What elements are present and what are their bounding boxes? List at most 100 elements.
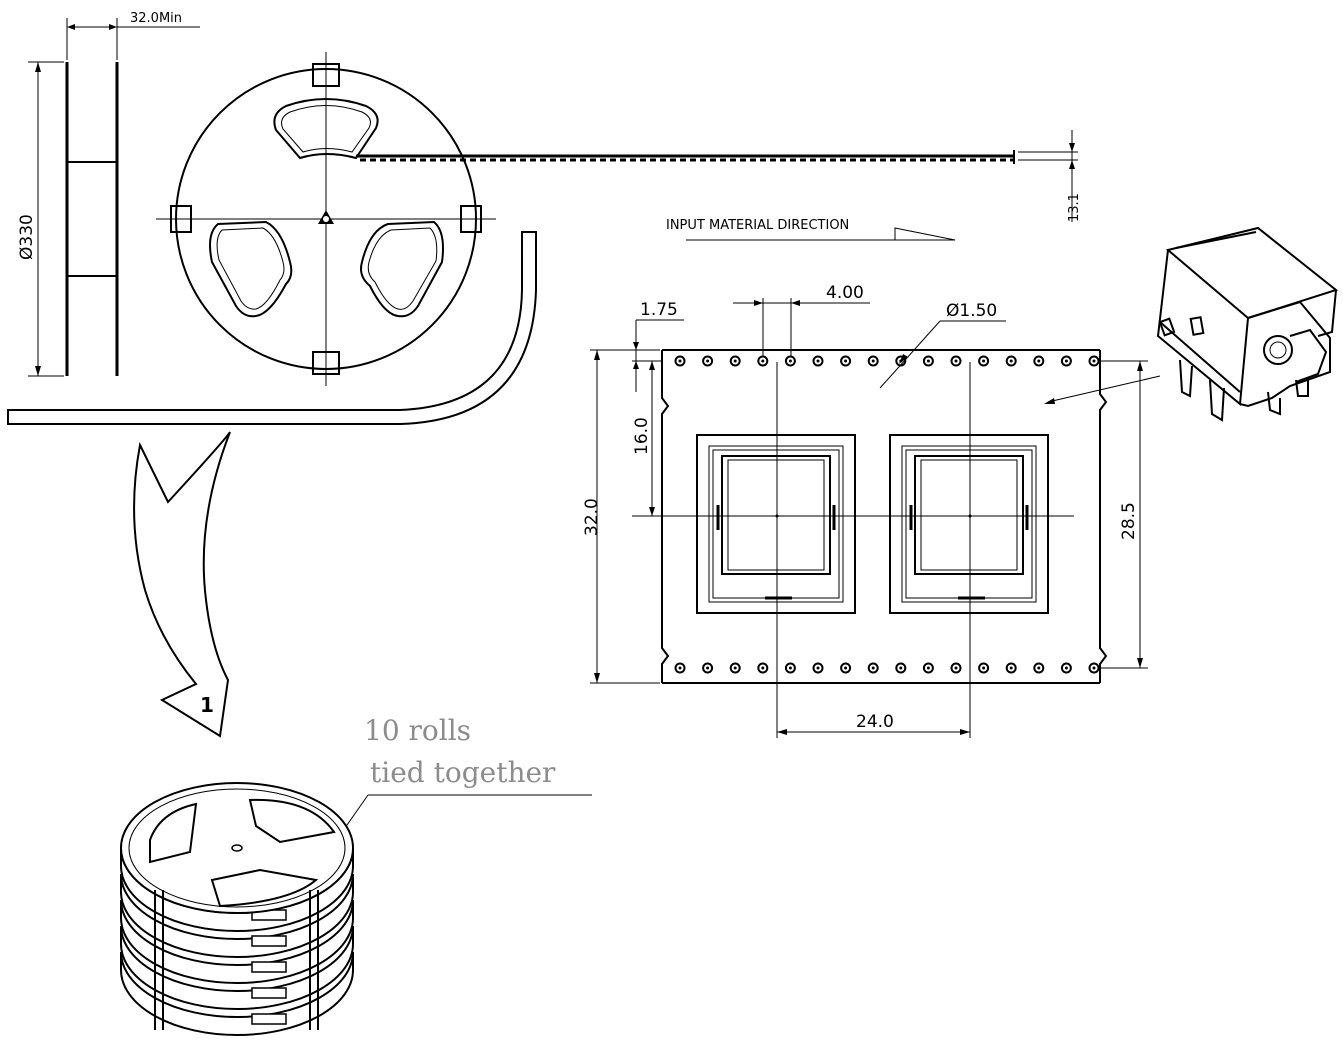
reel-layer (120, 951, 354, 1036)
reel-diameter-label: Ø330 (17, 214, 37, 260)
sprocket-hole-center (954, 666, 958, 670)
sprocket-hole (895, 662, 907, 674)
sprocket-hole (978, 355, 990, 367)
top-reel-face (120, 782, 354, 914)
sprocket-hole-center (678, 359, 682, 363)
reel-layer (120, 873, 354, 958)
hole-to-center-label: 16.0 (632, 417, 652, 455)
sprocket-hole (674, 355, 686, 367)
sprocket-hole (784, 662, 796, 674)
hole-pitch-label: 4.00 (826, 283, 864, 303)
sprocket-hole (1033, 355, 1045, 367)
reel-layer (120, 899, 354, 984)
sprocket-hole-center (982, 359, 986, 363)
feed-path (7, 231, 537, 425)
sprocket-hole-center (844, 359, 848, 363)
sprocket-hole (757, 355, 769, 367)
sprocket-hole-center (926, 359, 930, 363)
pocket-left (696, 434, 856, 614)
sprocket-hole-center (788, 666, 792, 670)
direction-label: INPUT MATERIAL DIRECTION (666, 218, 849, 233)
carrier-tape (632, 349, 1108, 738)
sprocket-hole-center (871, 359, 875, 363)
sprocket-hole-center (761, 666, 765, 670)
sprocket-hole-center (899, 666, 903, 670)
sprocket-hole-center (982, 666, 986, 670)
sprocket-hole (674, 662, 686, 674)
sprocket-hole (867, 662, 879, 674)
sprocket-hole (950, 662, 962, 674)
sprocket-hole-center (706, 359, 710, 363)
tape-dimensions: 32.0 1.75 16.0 4.00 Ø1.50 28.5 24.0 (582, 283, 1161, 735)
reel-window (248, 798, 336, 844)
sprocket-hole-center (816, 666, 820, 670)
sprocket-hole (812, 355, 824, 367)
sprocket-hole (922, 355, 934, 367)
sprocket-hole (950, 355, 962, 367)
reel-window (210, 868, 319, 908)
reel-front-view: 13.1 (156, 52, 1082, 386)
sprocket-hole (729, 662, 741, 674)
sprocket-hole (867, 355, 879, 367)
reel-layer (120, 925, 354, 1010)
step-arrow: 1 (133, 431, 231, 738)
sprocket-hole-center (788, 359, 792, 363)
sprocket-hole-center (1092, 666, 1096, 670)
reel-side-view: 32.0Min Ø330 (17, 11, 200, 377)
sprocket-hole-center (1037, 666, 1041, 670)
reel-label (251, 987, 287, 999)
sprocket-hole (1060, 662, 1072, 674)
pocket-pitch-label: 24.0 (856, 712, 894, 732)
sprocket-hole (1005, 662, 1017, 674)
sprocket-holes (674, 355, 1100, 674)
top-reel-rim (128, 788, 346, 908)
pocket-right (889, 434, 1049, 614)
sprocket-hole-center (706, 666, 710, 670)
sprocket-hole (702, 355, 714, 367)
sprocket-hole (1005, 355, 1017, 367)
feed-hole-offset-label: 1.75 (640, 300, 678, 320)
sprocket-hole-center (871, 666, 875, 670)
hole-span-label: 28.5 (1119, 502, 1139, 540)
sprocket-hole-center (678, 666, 682, 670)
sprocket-hole-center (1064, 359, 1068, 363)
sprocket-hole (922, 662, 934, 674)
sprocket-hole (978, 662, 990, 674)
sprocket-hole (702, 662, 714, 674)
sprocket-hole-center (1009, 359, 1013, 363)
sprocket-hole (1088, 662, 1100, 674)
sprocket-hole (812, 662, 824, 674)
tape-width-label: 32.0 (582, 498, 602, 536)
sprocket-hole-center (733, 359, 737, 363)
reel-hub (231, 844, 243, 852)
sprocket-hole-center (1064, 666, 1068, 670)
step-number: 1 (200, 693, 214, 717)
sprocket-hole-center (733, 666, 737, 670)
sprocket-hole-center (954, 359, 958, 363)
reel-width-label: 32.0Min (130, 11, 182, 26)
sprocket-hole (784, 355, 796, 367)
sprocket-hole (1060, 355, 1072, 367)
tape-thickness-label: 13.1 (1067, 193, 1082, 222)
sprocket-hole (840, 355, 852, 367)
sprocket-hole-center (1092, 359, 1096, 363)
reel-label (251, 935, 287, 947)
bundle-note-line1: 10 rolls (364, 714, 471, 747)
stacked-reels (120, 782, 354, 1036)
sprocket-hole-center (1037, 359, 1041, 363)
sprocket-hole (1033, 662, 1045, 674)
sprocket-hole (729, 355, 741, 367)
hole-diameter-label: Ø1.50 (946, 301, 997, 321)
sprocket-hole-center (761, 359, 765, 363)
sprocket-hole-center (1009, 666, 1013, 670)
sprocket-hole (840, 662, 852, 674)
reel-label (251, 961, 287, 973)
direction-indicator: INPUT MATERIAL DIRECTION (666, 218, 956, 241)
sprocket-hole-center (816, 359, 820, 363)
sprocket-hole (757, 662, 769, 674)
sprocket-hole-center (926, 666, 930, 670)
reel-label (251, 1013, 287, 1025)
sprocket-hole (1088, 355, 1100, 367)
bundle-note-line2: tied together (370, 756, 556, 789)
